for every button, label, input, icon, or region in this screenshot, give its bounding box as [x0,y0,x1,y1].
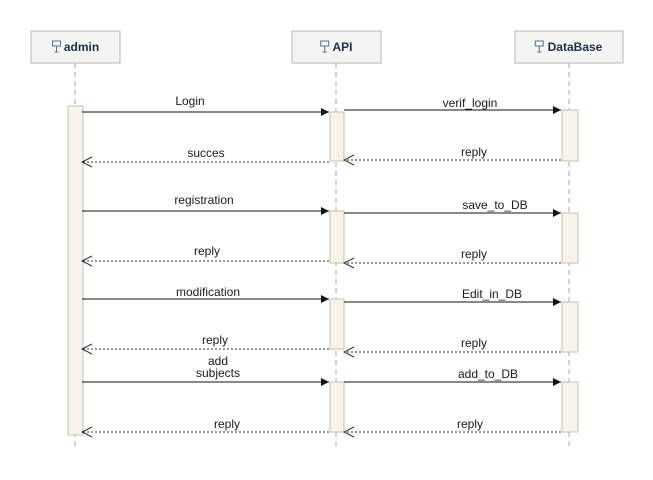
participant-name: DataBase [548,40,603,54]
message-label: reply [194,244,220,258]
reply-message: reply [342,336,561,358]
activation-admin [67,105,84,436]
participant-name: admin [64,40,99,54]
activation-api [329,298,345,350]
activation-bars [67,105,579,436]
reply-message: reply [342,417,561,438]
activation-db [561,109,579,162]
participant-name: API [332,40,352,54]
activation-db [561,301,579,353]
message-label: reply [461,336,487,350]
reply-message: reply [80,417,329,438]
message-label: reply [461,247,487,261]
message-label: reply [457,417,483,431]
message-label: registration [174,193,233,207]
participant-api[interactable]: API [291,30,382,64]
message-label: succes [187,146,224,160]
activation-db [561,381,579,433]
participant-db[interactable]: DataBase [514,30,624,64]
open-arrowhead [342,154,355,166]
activation-api [329,381,345,433]
reply-message: succes [80,146,329,168]
lifeline-icon [52,40,61,53]
open-arrowhead [342,257,355,269]
message-label: save_to_DB [462,198,527,212]
call-message: add_to_DB [344,367,561,386]
call-message: modification [82,285,329,303]
participant-headers: admin API DataBase [30,30,624,64]
open-arrowhead [342,346,355,358]
activation-api [329,210,345,264]
participant-box [291,30,382,64]
message-label: add_to_DB [458,367,518,381]
open-arrowhead [80,343,93,355]
message-label: reply [461,145,487,159]
message-label: modification [176,285,240,299]
message-label: verif_login [443,96,498,110]
call-message: verif_login [344,96,561,114]
activation-db [561,212,579,264]
call-message: Login [82,94,329,116]
message-label: Login [175,94,204,108]
participant-admin[interactable]: admin [30,30,121,64]
open-arrowhead [80,426,93,438]
participant-box [30,30,121,64]
reply-message: reply [342,247,561,269]
call-message: Edit_in_DB [344,287,561,306]
message-label: reply [202,333,228,347]
open-arrowhead [342,426,355,438]
reply-message: reply [342,145,561,166]
participant-box [514,30,624,64]
lifeline-icon [534,40,544,53]
lifelines [74,63,570,448]
open-arrowhead [80,156,93,168]
lifeline-icon [320,40,330,53]
reply-message: reply [80,244,329,267]
message-label: reply [214,417,240,431]
reply-message: reply [80,333,329,355]
message-label: Edit_in_DB [462,287,522,301]
call-message: save_to_DB [344,198,561,217]
open-arrowhead [80,255,93,267]
call-message: registration [82,193,329,215]
activation-api [329,111,345,162]
